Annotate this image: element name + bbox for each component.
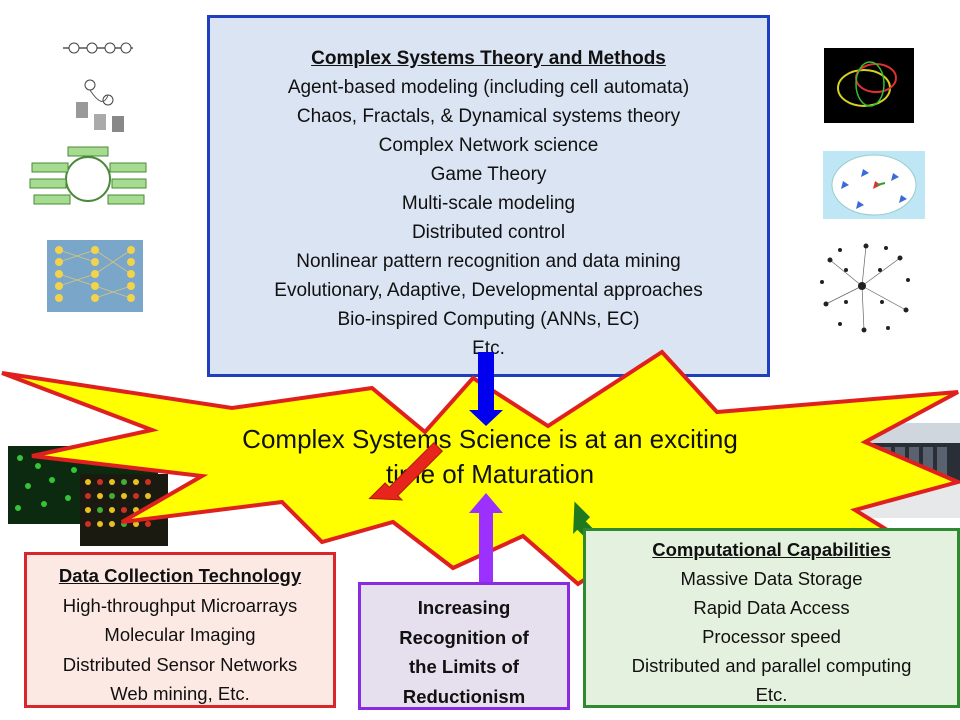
cycle-diagram-thumbnail — [29, 146, 147, 205]
computational-box: Computational Capabilities Massive Data … — [583, 528, 960, 708]
computational-title: Computational Capabilities — [652, 539, 891, 560]
state-diagram-thumbnail — [63, 42, 133, 132]
theory-item: Complex Network science — [378, 135, 599, 156]
computational-item: Processor speed — [702, 626, 841, 647]
theory-item: Evolutionary, Adaptive, Developmental ap… — [274, 280, 703, 301]
neural-network-thumbnail — [47, 240, 143, 312]
theory-item: Nonlinear pattern recognition and data m… — [296, 251, 681, 272]
theory-item: Agent-based modeling (including cell aut… — [287, 77, 690, 98]
central-message-line: Complex Systems Science is at an excitin… — [242, 424, 738, 454]
reductionism-line: Recognition of — [399, 626, 529, 648]
data-collection-box: Data Collection Technology High-throughp… — [24, 552, 336, 708]
data-collection-item: Molecular Imaging — [104, 624, 256, 645]
reductionism-line: Increasing — [417, 597, 511, 618]
reductionism-box: Increasing Recognition of the Limits of … — [358, 582, 570, 710]
theory-item: Chaos, Fractals, & Dynamical systems the… — [296, 106, 681, 127]
central-message: Complex Systems Science is at an excitin… — [210, 422, 770, 492]
theory-methods-box: Complex Systems Theory and Methods Agent… — [207, 15, 770, 377]
computational-item: Distributed and parallel computing — [631, 655, 912, 676]
reductionism-line: the Limits of — [409, 656, 519, 677]
data-collection-item: Distributed Sensor Networks — [62, 653, 298, 675]
theory-item: Distributed control — [411, 222, 566, 243]
data-collection-item: Web mining, Etc. — [110, 683, 250, 704]
agent-simulation-thumbnail — [823, 151, 925, 219]
theory-item: Bio-inspired Computing (ANNs, EC) — [337, 309, 640, 330]
data-collection-item: High-throughput Microarrays — [62, 594, 298, 616]
computational-item: Massive Data Storage — [680, 568, 863, 589]
theory-item: Multi-scale modeling — [401, 193, 576, 214]
purple-up-arrow — [469, 493, 503, 594]
theory-methods-title: Complex Systems Theory and Methods — [311, 48, 666, 69]
strange-attractor-thumbnail — [824, 48, 914, 123]
red-diagonal-arrow — [368, 441, 444, 501]
theory-item: Game Theory — [430, 164, 547, 185]
reductionism-line: Reductionism — [402, 685, 526, 707]
data-collection-title: Data Collection Technology — [58, 565, 302, 586]
network-graph-thumbnail — [820, 243, 910, 333]
blue-down-arrow — [469, 352, 503, 426]
computational-item: Rapid Data Access — [693, 597, 850, 618]
computational-item: Etc. — [755, 684, 788, 705]
